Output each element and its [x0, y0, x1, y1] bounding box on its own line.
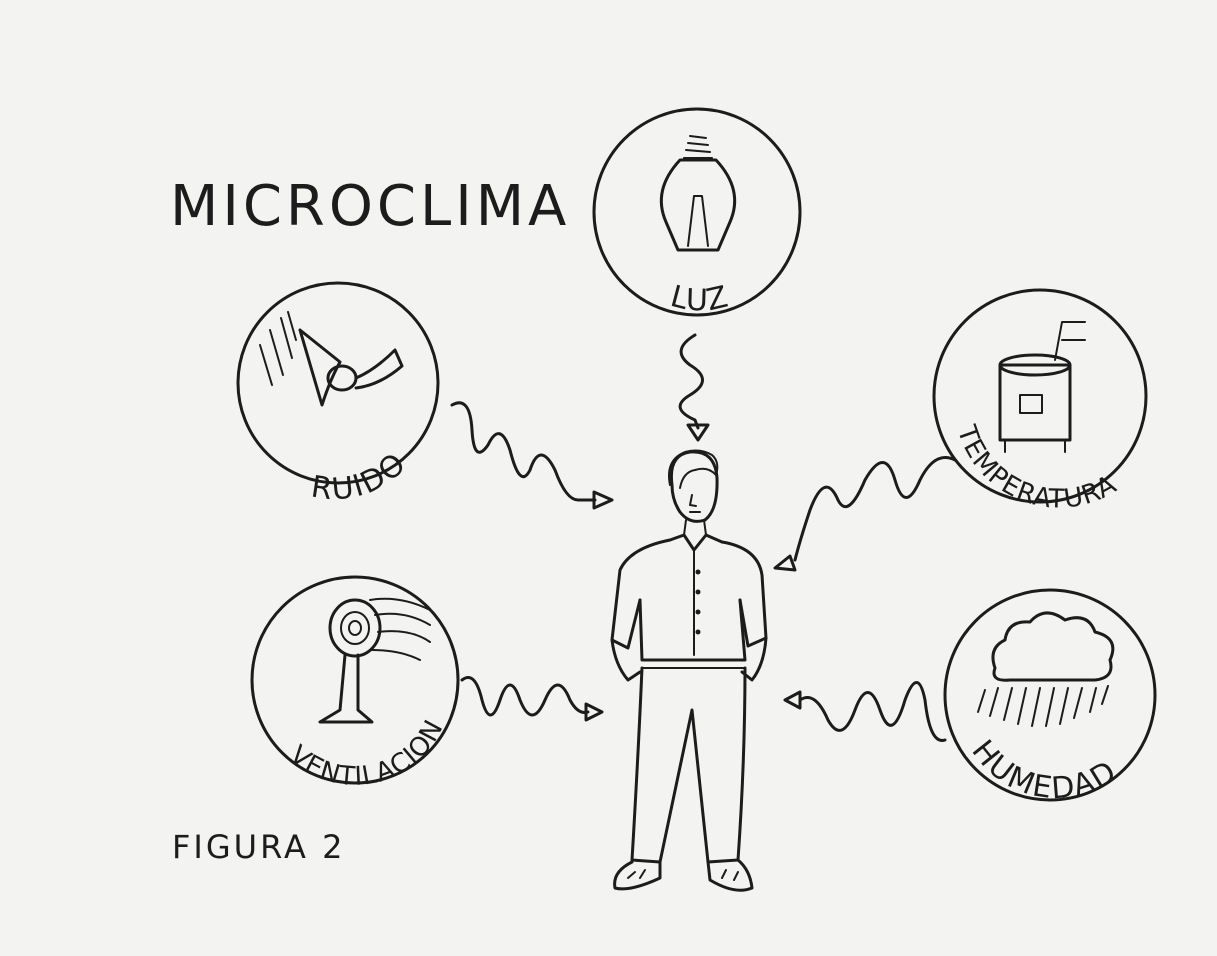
diagram-title: MICROCLIMA: [170, 174, 570, 239]
fan-icon: [320, 599, 430, 722]
ruido-circle: [238, 283, 438, 483]
arrow-ventilacion: [462, 678, 602, 721]
factor-ventilacion: VENTILACION: [252, 577, 458, 792]
factor-luz: LUZ: [594, 109, 800, 319]
arrow-ruido: [452, 403, 612, 508]
heater-icon: [1000, 322, 1085, 452]
arrow-humedad: [785, 683, 945, 741]
temperatura-label: TEMPERATURA: [951, 421, 1123, 515]
light-bulb-icon: [661, 136, 734, 250]
horn-icon: [260, 312, 402, 405]
figure-caption: FIGURA 2: [172, 828, 345, 866]
factor-ruido: RUIDO: [238, 283, 438, 508]
factor-temperatura: TEMPERATURA: [934, 290, 1146, 515]
luz-label: LUZ: [667, 279, 733, 319]
ruido-label: RUIDO: [309, 445, 414, 507]
ventilacion-label: VENTILACION: [284, 715, 450, 792]
arrow-temperatura: [775, 458, 955, 571]
humedad-label: HUMEDAD: [965, 734, 1124, 807]
rain-cloud-icon: [978, 613, 1113, 726]
factor-humedad: HUMEDAD: [945, 590, 1155, 806]
standing-man-icon: [612, 451, 766, 891]
arrow-luz: [680, 335, 708, 440]
